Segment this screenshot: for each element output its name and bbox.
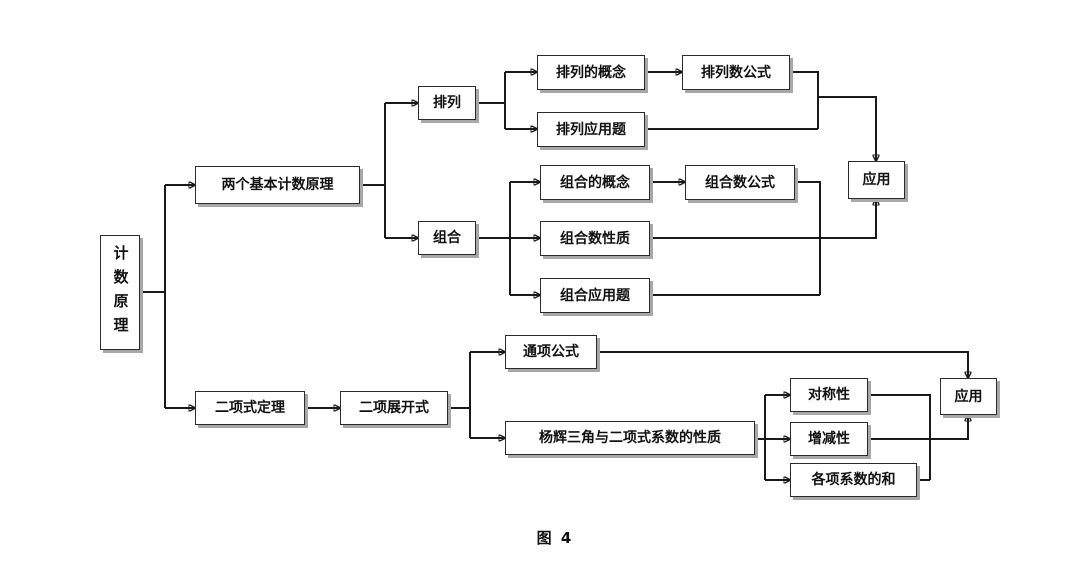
node-binomial-expansion: 二项展开式 bbox=[340, 391, 448, 425]
node-yanghui: 杨辉三角与二项式系数的性质 bbox=[505, 421, 755, 455]
arrow-perm-to-application bbox=[818, 96, 876, 161]
node-coefficient-sum: 各项系数的和 bbox=[790, 463, 917, 497]
connector-expansion-trunk bbox=[448, 352, 471, 438]
connector-root-trunk bbox=[140, 185, 166, 408]
node-comb-concept: 组合的概念 bbox=[540, 165, 650, 200]
node-perm-concept: 排列的概念 bbox=[537, 55, 645, 90]
node-application-top: 应用 bbox=[848, 161, 905, 199]
node-comb-problems: 组合应用题 bbox=[540, 278, 650, 313]
node-general-term: 通项公式 bbox=[505, 335, 597, 369]
node-permutation: 排列 bbox=[418, 86, 476, 120]
arrow-general-term-to-application bbox=[597, 351, 968, 378]
arrow-comb-to-application bbox=[650, 199, 876, 239]
node-comb-formula: 组合数公式 bbox=[685, 165, 795, 200]
connector-properties-merge bbox=[868, 394, 931, 481]
connector-perm-merge bbox=[645, 71, 819, 130]
node-comb-properties: 组合数性质 bbox=[540, 221, 650, 256]
connector-combination-trunk bbox=[476, 182, 511, 295]
node-application-bottom: 应用 bbox=[940, 378, 997, 415]
node-counting-principles: 两个基本计数原理 bbox=[195, 166, 360, 204]
node-binomial-theorem: 二项式定理 bbox=[195, 391, 305, 425]
connector-permutation-trunk bbox=[476, 72, 506, 129]
figure-caption: 图 4 bbox=[536, 529, 574, 547]
connector-comb-merge bbox=[650, 181, 821, 296]
node-root: 计数原理 bbox=[100, 235, 140, 350]
node-combination: 组合 bbox=[418, 221, 476, 255]
connector-counting-trunk bbox=[360, 103, 386, 238]
arrow-properties-to-application bbox=[868, 415, 968, 440]
node-monotonicity: 增减性 bbox=[790, 422, 868, 456]
node-perm-formula: 排列数公式 bbox=[682, 55, 790, 90]
node-symmetry: 对称性 bbox=[790, 378, 868, 412]
node-perm-problems: 排列应用题 bbox=[537, 112, 645, 147]
